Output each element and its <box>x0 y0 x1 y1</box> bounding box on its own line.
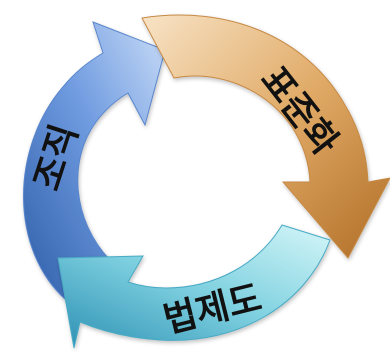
legal-system-arrow <box>57 224 331 349</box>
organization-arrow <box>23 21 166 301</box>
standardization-arrow <box>141 14 390 259</box>
